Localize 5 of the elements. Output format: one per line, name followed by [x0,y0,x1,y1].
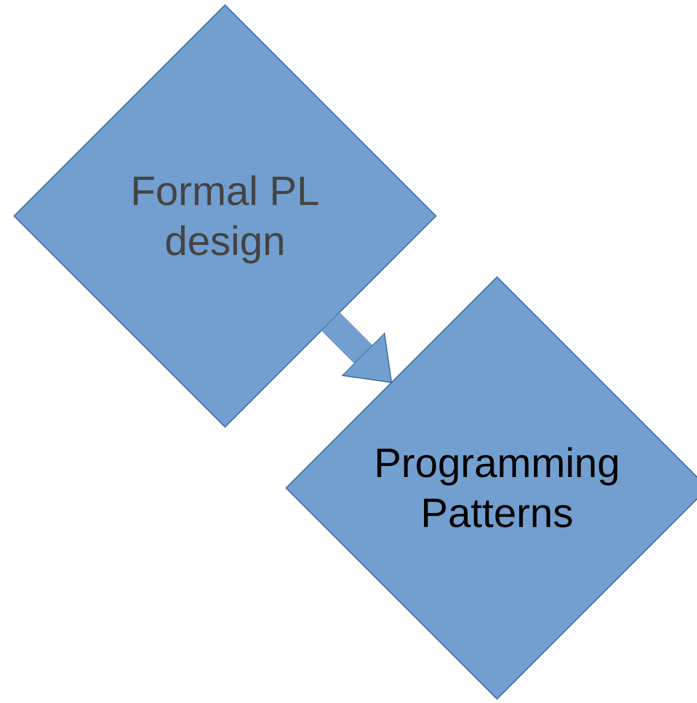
decision-diamond [285,276,697,700]
node-label: Formal PL design [129,167,321,266]
decision-diamond [13,4,437,428]
node-label: Programming Patterns [372,439,622,538]
block-arrow [321,312,392,383]
